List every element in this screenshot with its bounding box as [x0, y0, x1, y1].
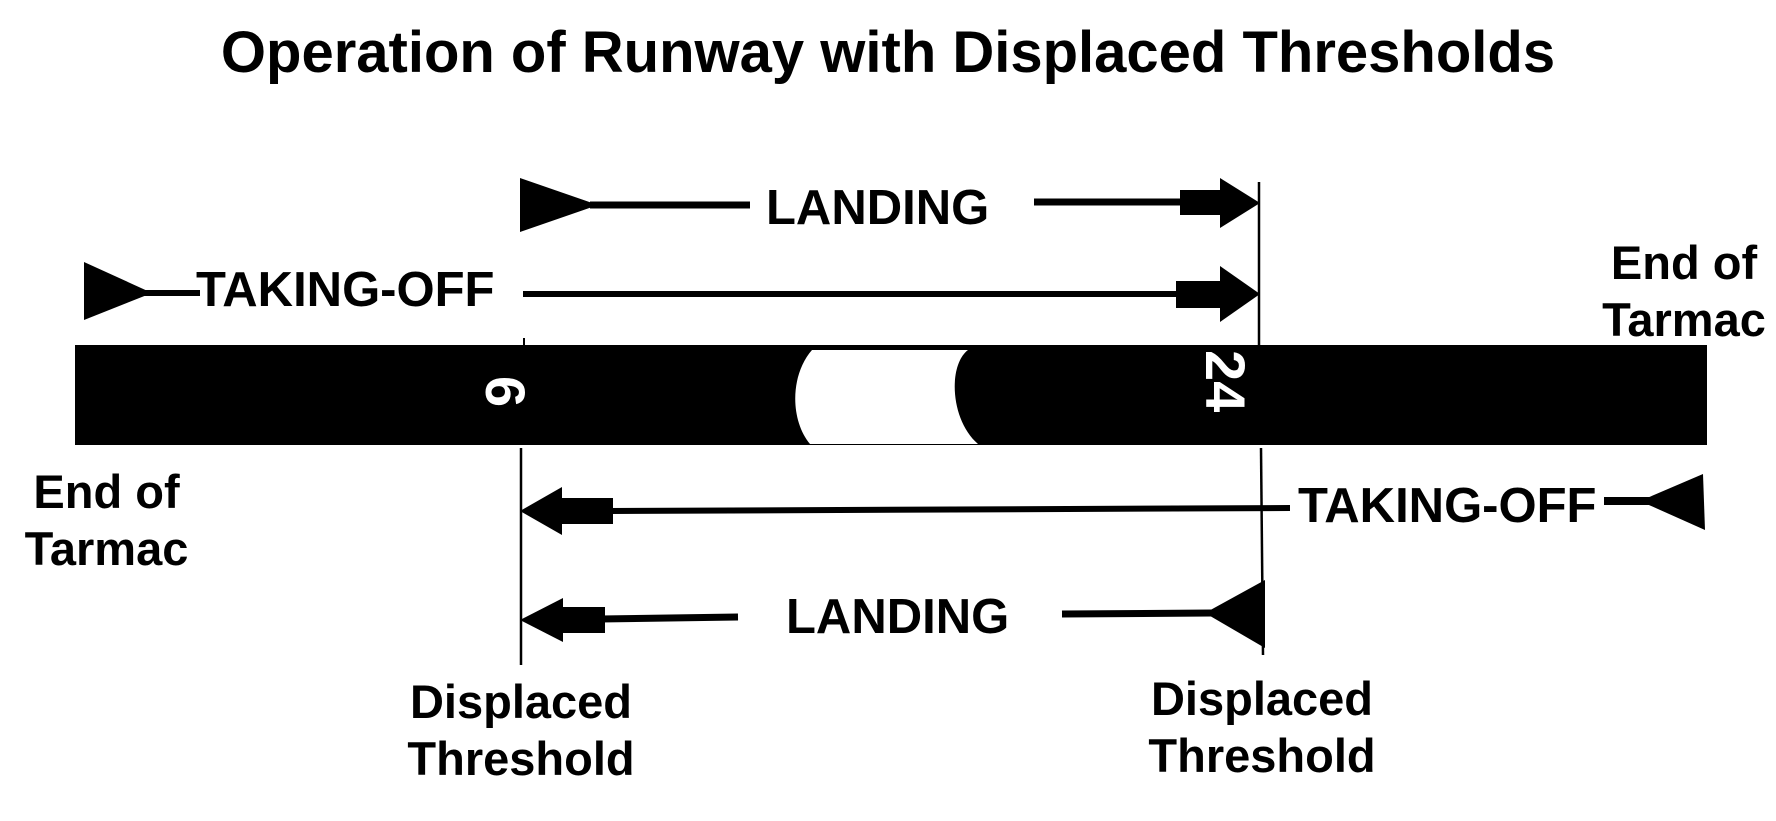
right-displaced-threshold-label: Displaced Threshold: [1148, 672, 1376, 783]
top-takeoff-arrow-tail: [84, 262, 152, 320]
top-landing-label: LANDING: [766, 181, 990, 235]
left-end-of-tarmac-label: End of Tarmac: [24, 465, 189, 576]
top-landing-arrow-tail: [520, 178, 598, 232]
runway-center-marking: [795, 350, 978, 444]
bottom-takeoff-arrow-head: [520, 487, 562, 535]
top-landing-arrow-block: [1180, 190, 1222, 215]
top-landing-arrow-head: [1220, 178, 1260, 228]
bottom-landing-line-left: [599, 613, 739, 623]
bottom-takeoff-label: TAKING-OFF: [1298, 479, 1597, 533]
diagram-title: Operation of Runway with Displaced Thres…: [220, 20, 1556, 85]
bottom-landing-label: LANDING: [786, 590, 1010, 644]
left-displaced-threshold-label: Displaced Threshold: [407, 675, 635, 786]
top-takeoff-label: TAKING-OFF: [196, 263, 495, 317]
bottom-landing-arrow-tail: [1205, 580, 1265, 648]
bottom-takeoff-line-left: [609, 505, 1291, 514]
right-end-of-tarmac-label: End of Tarmac: [1602, 236, 1766, 347]
bottom-landing-arrow-head: [520, 598, 563, 642]
top-takeoff-arrow-block: [1176, 281, 1222, 308]
top-takeoff-arrow-head: [1220, 266, 1260, 322]
bottom-takeoff-arrow-tail: [1640, 474, 1705, 530]
runway-number-right: 24: [1194, 350, 1257, 413]
bottom-landing-arrow-block: [560, 607, 605, 633]
runway-number-left: 6: [474, 376, 537, 408]
bottom-takeoff-arrow-block: [560, 498, 613, 524]
bottom-landing-line-right: [1061, 609, 1213, 618]
